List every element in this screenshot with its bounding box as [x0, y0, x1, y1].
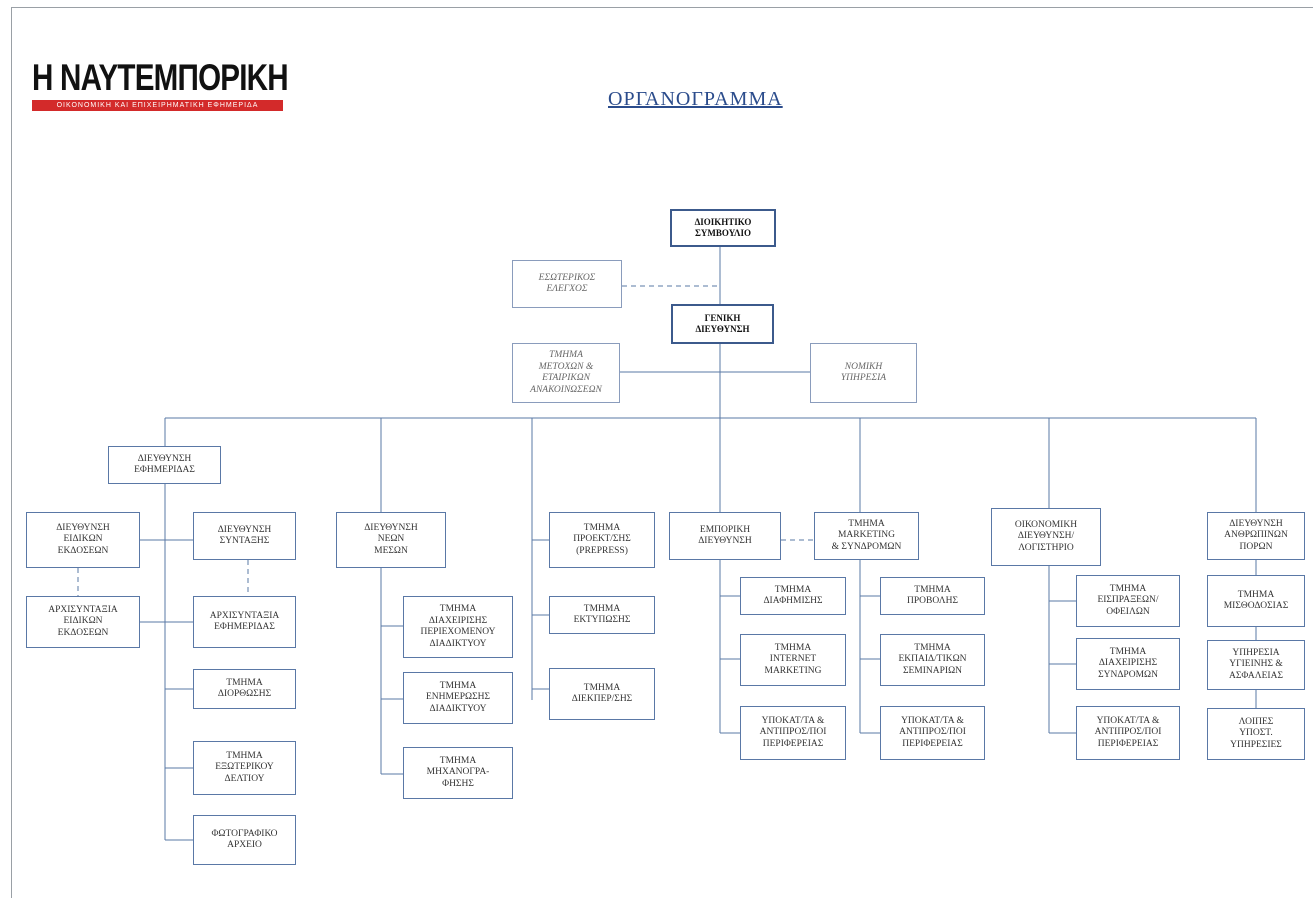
- node-legal-service: ΝΟΜΙΚΗ ΥΠΗΡΕΣΙΑ: [810, 343, 917, 403]
- node-foreign-desk: ΤΜΗΜΑ ΕΞΩΤΕΡΙΚΟΥ ΔΕΛΤΙΟΥ: [193, 741, 296, 795]
- node-promotion: ΤΜΗΜΑ ΠΡΟΒΟΛΗΣ: [880, 577, 985, 615]
- node-hr-directorate: ΔΙΕΥΘΥΝΣΗ ΑΝΘΡΩΠΙΝΩΝ ΠΟΡΩΝ: [1207, 512, 1305, 560]
- node-health-safety: ΥΠΗΡΕΣΙΑ ΥΓΙΕΙΝΗΣ & ΑΣΦΑΛΕΙΑΣ: [1207, 640, 1305, 690]
- node-board: ΔΙΟΙΚΗΤΙΚΟ ΣΥΜΒΟΥΛΙΟ: [670, 209, 776, 247]
- node-photo-archive: ΦΩΤΟΓΡΑΦΙΚΟ ΑΡΧΕΙΟ: [193, 815, 296, 865]
- node-special-editions-chief: ΑΡΧΙΣΥΝΤΑΞΙΑ ΕΙΔΙΚΩΝ ΕΚΔΟΣΕΩΝ: [26, 596, 140, 648]
- newspaper-logo: Η ΝΑΥΤΕΜΠΟΡΙΚΗ ΟΙΚΟΝΟΜΙΚΗ ΚΑΙ ΕΠΙΧΕΙΡΗΜΑ…: [32, 58, 289, 111]
- node-general-management: ΓΕΝΙΚΗ ΔΙΕΥΘΥΝΣΗ: [671, 304, 774, 344]
- node-seminars: ΤΜΗΜΑ ΕΚΠΑΙΔ/ΤΙΚΩΝ ΣΕΜΙΝΑΡΙΩΝ: [880, 634, 985, 686]
- node-collections: ΤΜΗΜΑ ΕΙΣΠΡΑΞΕΩΝ/ ΟΦΕΙΛΩΝ: [1076, 575, 1180, 627]
- node-finance-branches: ΥΠΟΚΑΤ/ΤΑ & ΑΝΤΙΠΡΟΣ/ΠΟΙ ΠΕΡΙΦΕΡΕΙΑΣ: [1076, 706, 1180, 760]
- node-special-editions-directorate: ΔΙΕΥΘΥΝΣΗ ΕΙΔΙΚΩΝ ΕΚΔΟΣΕΩΝ: [26, 512, 140, 568]
- node-marketing-subscriptions: ΤΜΗΜΑ MARKETING & ΣΥΝΔΡΟΜΩΝ: [814, 512, 919, 560]
- node-new-media-directorate: ΔΙΕΥΘΥΝΣΗ ΝΕΩΝ ΜΕΣΩΝ: [336, 512, 446, 568]
- node-prepress: ΤΜΗΜΑ ΠΡΟΕΚΤ/ΣΗΣ (PREPRESS): [549, 512, 655, 568]
- node-shareholders-department: ΤΜΗΜΑ ΜΕΤΟΧΩΝ & ΕΤΑΙΡΙΚΩΝ ΑΝΑΚΟΙΝΩΣΕΩΝ: [512, 343, 620, 403]
- node-marketing-branches: ΥΠΟΚΑΤ/ΤΑ & ΑΝΤΙΠΡΟΣ/ΠΟΙ ΠΕΡΙΦΕΡΕΙΑΣ: [880, 706, 985, 760]
- node-internal-audit: ΕΣΩΤΕΡΙΚΟΣ ΕΛΕΓΧΟΣ: [512, 260, 622, 308]
- node-printing: ΤΜΗΜΑ ΕΚΤΥΠΩΣΗΣ: [549, 596, 655, 634]
- logo-tagline: ΟΙΚΟΝΟΜΙΚΗ ΚΑΙ ΕΠΙΧΕΙΡΗΜΑΤΙΚΗ ΕΦΗΜΕΡΙΔΑ: [32, 100, 283, 111]
- node-dispatch: ΤΜΗΜΑ ΔΙΕΚΠΕΡ/ΣΗΣ: [549, 668, 655, 720]
- node-newspaper-chief: ΑΡΧΙΣΥΝΤΑΞΙΑ ΕΦΗΜΕΡΙΔΑΣ: [193, 596, 296, 648]
- node-web-content: ΤΜΗΜΑ ΔΙΑΧΕΙΡΙΣΗΣ ΠΕΡΙΕΧΟΜΕΝΟΥ ΔΙΑΔΙΚΤΥΟ…: [403, 596, 513, 658]
- node-internet-marketing: ΤΜΗΜΑ INTERNET MARKETING: [740, 634, 846, 686]
- node-subscriptions-management: ΤΜΗΜΑ ΔΙΑΧΕΙΡΙΣΗΣ ΣΥΝΔΡΟΜΩΝ: [1076, 638, 1180, 690]
- page-frame: [11, 7, 1313, 898]
- node-commercial-directorate: ΕΜΠΟΡΙΚΗ ΔΙΕΥΘΥΝΣΗ: [669, 512, 781, 560]
- chart-title: ΟΡΓΑΝΟΓΡΑΜΜΑ: [608, 88, 783, 110]
- node-proofreading: ΤΜΗΜΑ ΔΙΟΡΘΩΣΗΣ: [193, 669, 296, 709]
- node-editorial-directorate: ΔΙΕΥΘΥΝΣΗ ΣΥΝΤΑΞΗΣ: [193, 512, 296, 560]
- node-web-update: ΤΜΗΜΑ ΕΝΗΜΕΡΩΣΗΣ ΔΙΑΔΙΚΤΥΟΥ: [403, 672, 513, 724]
- node-newspaper-directorate: ΔΙΕΥΘΥΝΣΗ ΕΦΗΜΕΡΙΔΑΣ: [108, 446, 221, 484]
- node-finance-directorate: ΟΙΚΟΝΟΜΙΚΗ ΔΙΕΥΘΥΝΣΗ/ ΛΟΓΙΣΤΗΡΙΟ: [991, 508, 1101, 566]
- node-payroll: ΤΜΗΜΑ ΜΙΣΘΟΔΟΣΙΑΣ: [1207, 575, 1305, 627]
- node-commercial-branches: ΥΠΟΚΑΤ/ΤΑ & ΑΝΤΙΠΡΟΣ/ΠΟΙ ΠΕΡΙΦΕΡΕΙΑΣ: [740, 706, 846, 760]
- node-other-services: ΛΟΙΠΕΣ ΥΠΟΣΤ. ΥΠΗΡΕΣΙΕΣ: [1207, 708, 1305, 760]
- node-advertising: ΤΜΗΜΑ ΔΙΑΦΗΜΙΣΗΣ: [740, 577, 846, 615]
- node-computing: ΤΜΗΜΑ ΜΗΧΑΝΟΓΡΑ- ΦΗΣΗΣ: [403, 747, 513, 799]
